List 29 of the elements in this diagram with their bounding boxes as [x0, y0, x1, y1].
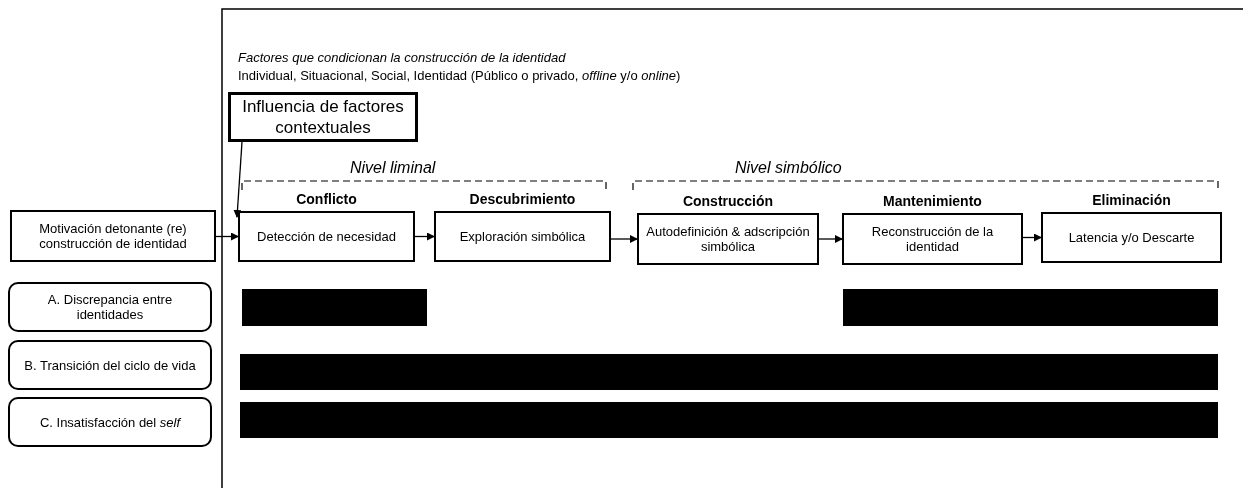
category-box: B. Transición del ciclo de vida: [8, 340, 212, 390]
process-box: Motivación detonante (re) construcción de identidad: [10, 210, 216, 262]
arrow: [1022, 233, 1042, 242]
process-box: Reconstrucción de la identidad: [842, 213, 1023, 265]
process-box: Exploración simbólica: [434, 211, 611, 262]
process-box: Latencia y/o Descarte: [1041, 212, 1222, 263]
timeline-bar: [240, 402, 1218, 438]
process-box: Autodefinición & adscripción simbólica: [637, 213, 819, 265]
context-box: Influencia de factores contextuales: [228, 92, 418, 142]
arrow: [215, 232, 239, 241]
timeline-bar: [242, 289, 427, 326]
stage-heading: Construcción: [681, 193, 775, 209]
stage-heading: Eliminación: [1091, 192, 1172, 208]
note-text: Factores que condicionan la construcción de la identidad: [238, 50, 566, 65]
arrow: [414, 232, 435, 241]
timeline-bar: [240, 354, 1218, 390]
note-text: Individual, Situacional, Social, Identidad (Público o privado, offline y/o online): [238, 68, 681, 83]
arrow: [818, 235, 843, 243]
process-box: Detección de necesidad: [238, 211, 415, 262]
timeline-bar: [843, 289, 1218, 326]
category-box: C. Insatisfacción del self: [8, 397, 212, 447]
note-text: Nivel simbólico: [735, 159, 842, 177]
category-box: A. Discrepancia entre identidades: [8, 282, 212, 332]
note-text: Nivel liminal: [350, 159, 436, 177]
arrow: [610, 235, 638, 243]
stage-heading: Mantenimiento: [882, 193, 983, 209]
arrow: [233, 141, 243, 218]
stage-heading: Conflicto: [295, 191, 358, 207]
stage-heading: Descubrimiento: [468, 191, 577, 207]
